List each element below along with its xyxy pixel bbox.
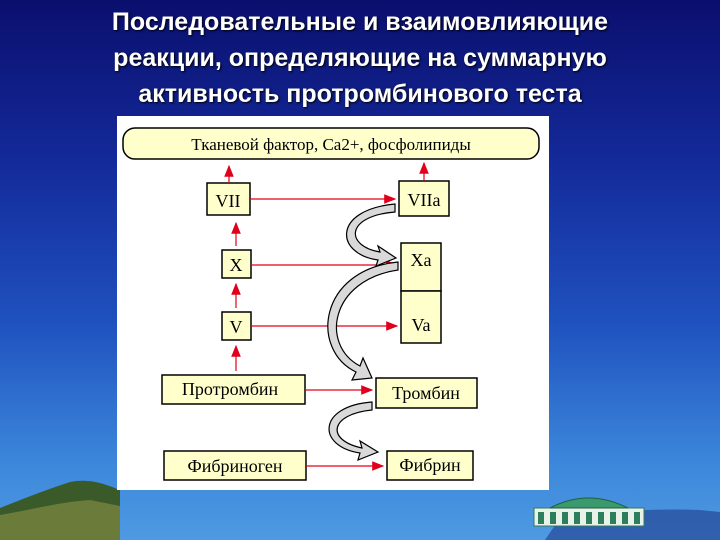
fibrinogen-box [163, 450, 307, 481]
title-line-1: Последовательные и взаимовлияющие [111, 8, 609, 36]
factor-vii-label: VII [216, 191, 241, 211]
header-label: Тканевой фактор, Са2+, фосфолипиды [191, 135, 471, 154]
slide-title: Последовательные и взаимовлияющие реакци… [10, 4, 710, 112]
building-logo [533, 497, 645, 527]
factor-x-label: X [230, 255, 243, 275]
title-line-3: активность протромбинового теста [138, 80, 582, 108]
factor-x-box [221, 249, 252, 279]
curved-arrow-thrombin-to-fibrin [328, 401, 380, 462]
factor-v-label: V [230, 317, 243, 337]
curved-arrow-viia-to-xa [345, 203, 398, 268]
fibrin-label: Фибрин [399, 455, 461, 475]
factor-xa-box [400, 242, 442, 292]
factor-va-box [400, 290, 442, 344]
factor-va-label: Va [412, 315, 431, 335]
factor-xa-label: Xa [411, 250, 432, 270]
prothrombin-label: Протромбин [182, 379, 279, 399]
header-box [122, 127, 540, 160]
curved-arrow-xa-to-thrombin [327, 261, 399, 381]
factor-viia-label: VIIa [408, 190, 441, 210]
fibrin-box [386, 450, 474, 481]
factor-v-box [221, 311, 252, 341]
title-line-2: реакции, определяющие на суммарную [113, 44, 607, 72]
prothrombin-box [161, 374, 306, 405]
thrombin-box [375, 377, 478, 409]
thrombin-label: Тромбин [392, 383, 460, 403]
fibrinogen-label: Фибриноген [187, 456, 282, 476]
